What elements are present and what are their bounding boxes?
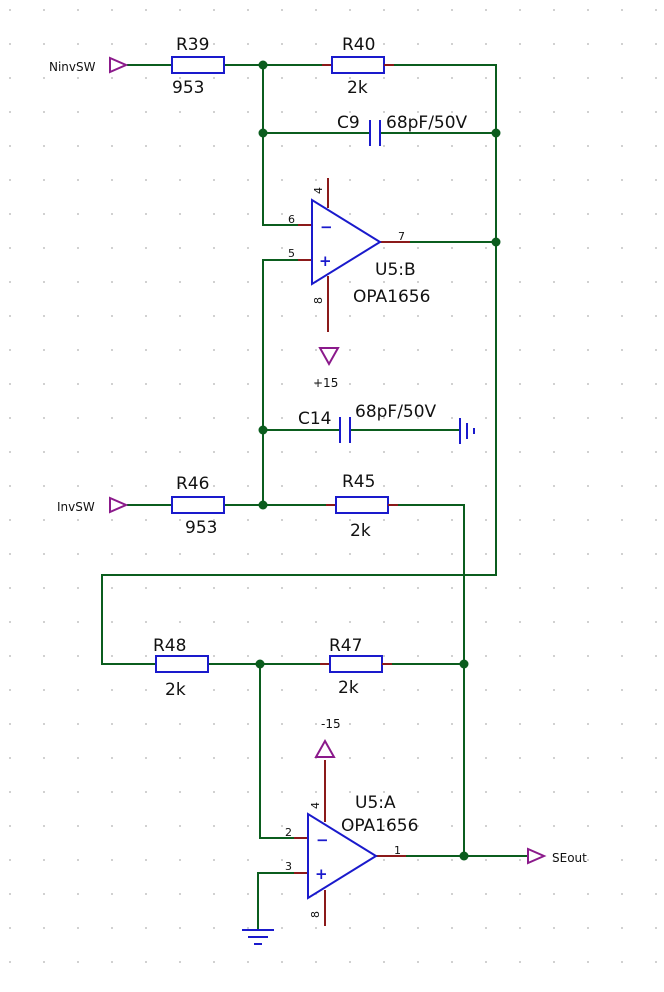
opamp-u5a-pin-vneg: 8 [309, 911, 322, 918]
junctions [255, 60, 501, 861]
wire-u5a-inv [259, 663, 309, 839]
power-port-neg15: -15 [314, 717, 341, 758]
port-invsw-label: InvSW [57, 500, 95, 514]
wires [101, 64, 527, 929]
capacitor-c9-value: 68pF/50V [386, 113, 468, 133]
junction-dot [258, 500, 268, 510]
port-arrow-icon [109, 496, 129, 514]
port-arrow-icon [527, 847, 547, 865]
resistor-r39-ref: R39 [176, 35, 209, 55]
resistor-r39[interactable]: R39 953 [171, 35, 225, 98]
opamp-u5a-minus-sign: − [316, 831, 329, 849]
opamp-u5b-ref: U5:B [375, 260, 416, 280]
port-invsw[interactable]: InvSW [57, 496, 129, 514]
junction-dot [258, 128, 268, 138]
power-label-pos15: +15 [313, 376, 338, 390]
resistor-r45[interactable]: R45 2k [326, 472, 398, 541]
opamp-u5a-pin-out: 1 [394, 844, 401, 857]
junction-dot [258, 425, 268, 435]
opamp-u5b-pin-vpos: 4 [312, 187, 325, 194]
opamp-u5a-triangle [307, 812, 378, 900]
wire-r40-right [383, 64, 497, 576]
resistor-r47-value: 2k [338, 678, 359, 698]
port-ninvsw-label: NinvSW [49, 60, 96, 74]
junction-dot [258, 60, 268, 70]
wire-r45-right [387, 504, 465, 857]
resistor-r40-ref: R40 [342, 35, 375, 55]
wire-u5b-noninv [262, 259, 313, 506]
opamp-u5b[interactable]: − + 6 5 7 4 8 U5:B OPA1656 [288, 178, 430, 332]
capacitor-c14-value: 68pF/50V [355, 402, 437, 422]
resistor-r48[interactable]: R48 2k [153, 636, 209, 700]
resistor-r48-value: 2k [165, 680, 186, 700]
resistor-r45-value: 2k [350, 521, 371, 541]
resistor-r47[interactable]: R47 2k [320, 636, 392, 698]
junction-dot [491, 237, 501, 247]
opamp-u5b-pin-noninv: 5 [288, 247, 295, 260]
resistor-r46-value: 953 [185, 518, 217, 538]
wire-u5a-noninv [257, 872, 309, 929]
arrow-up-icon [314, 738, 336, 758]
port-seout[interactable]: SEout [527, 847, 587, 865]
capacitor-c14[interactable]: C14 68pF/50V [298, 402, 437, 443]
opamp-u5a-pin-inv: 2 [285, 826, 292, 839]
resistor-r47-ref: R47 [329, 636, 362, 656]
capacitor-c14-ref: C14 [298, 409, 332, 429]
opamp-u5b-triangle [311, 198, 382, 286]
junction-dot [255, 659, 265, 669]
resistor-r40-body [331, 56, 385, 74]
port-ninvsw[interactable]: NinvSW [49, 56, 129, 74]
opamp-u5b-pin-inv: 6 [288, 213, 295, 226]
grid-dots [9, 9, 657, 963]
resistor-r46-ref: R46 [176, 474, 209, 494]
wire-node-c9 [262, 64, 313, 226]
opamp-u5a-pin-vpos: 4 [309, 802, 322, 809]
opamp-u5b-plus-sign: + [319, 252, 332, 270]
opamp-u5a-value: OPA1656 [341, 816, 418, 836]
resistor-r46[interactable]: R46 953 [171, 474, 225, 538]
ground-icon [459, 418, 475, 444]
opamp-u5a-ref: U5:A [355, 793, 396, 813]
opamp-u5b-minus-sign: − [320, 218, 333, 236]
power-label-neg15: -15 [321, 717, 341, 731]
capacitor-c9[interactable]: C9 68pF/50V [337, 113, 468, 146]
resistor-r45-ref: R45 [342, 472, 375, 492]
resistor-r40-value: 2k [347, 78, 368, 98]
resistor-r47-body [329, 655, 383, 673]
opamp-u5a-pin-noninv: 3 [285, 860, 292, 873]
ground-icon [242, 929, 274, 945]
resistor-r46-body [171, 496, 225, 514]
opamp-u5a-plus-sign: + [315, 865, 328, 883]
opamp-u5b-pin-vneg: 8 [312, 297, 325, 304]
junction-dot [459, 851, 469, 861]
power-port-pos15: +15 [313, 347, 340, 390]
wire-cross [101, 574, 497, 665]
opamp-u5a[interactable]: − + 2 3 1 4 8 U5:A OPA1656 [285, 760, 418, 926]
resistor-r48-ref: R48 [153, 636, 186, 656]
resistor-r39-value: 953 [172, 78, 204, 98]
resistor-r48-body [155, 655, 209, 673]
arrow-down-icon [318, 347, 340, 367]
junction-dot [491, 128, 501, 138]
resistor-r40[interactable]: R40 2k [322, 35, 394, 98]
resistor-r45-body [335, 496, 389, 514]
opamp-u5b-value: OPA1656 [353, 287, 430, 307]
capacitor-c9-ref: C9 [337, 113, 360, 133]
port-arrow-icon [109, 56, 129, 74]
resistor-r39-body [171, 56, 225, 74]
port-seout-label: SEout [552, 851, 587, 865]
junction-dot [459, 659, 469, 669]
opamp-u5b-pin-out: 7 [398, 230, 405, 243]
